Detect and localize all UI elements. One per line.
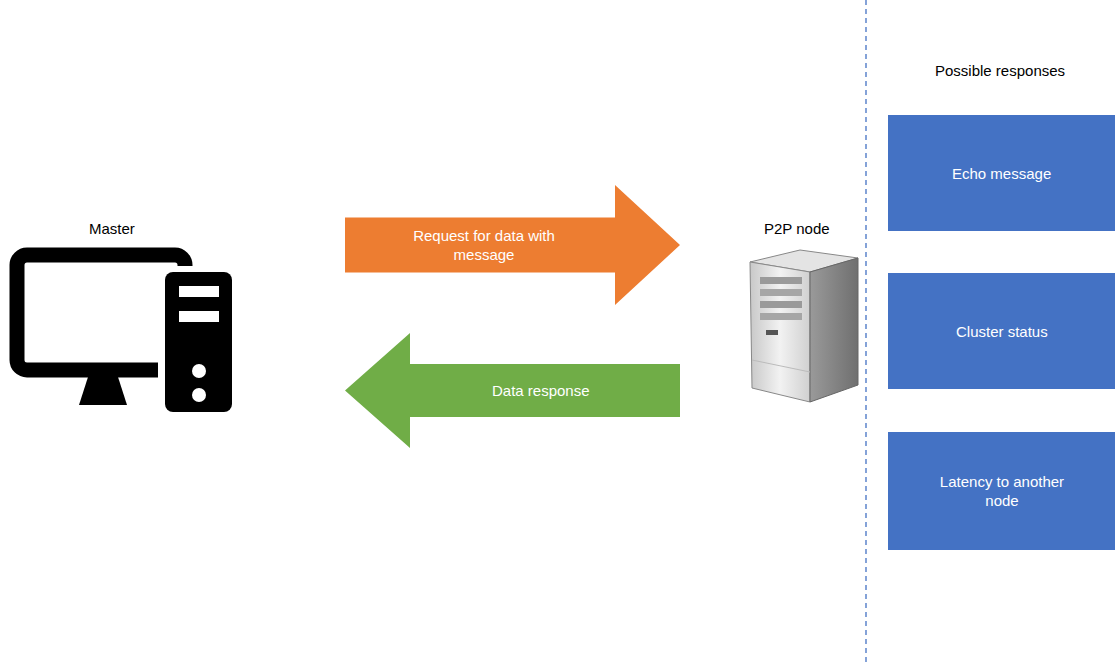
computer-caption: Master (89, 219, 135, 238)
computer-icon (17, 255, 238, 418)
response-box: Echo message (888, 115, 1115, 231)
response-box: Cluster status (888, 273, 1115, 389)
server-icon (750, 250, 858, 402)
response-box: Latency to another node (888, 432, 1115, 550)
block-arrow-shape (345, 185, 680, 305)
node-text: Data response (492, 381, 590, 400)
response-arrow: Data response (345, 333, 680, 448)
node-text: Request for data with message (409, 226, 559, 264)
node-text: Cluster status (956, 322, 1048, 341)
node-text: Echo message (952, 164, 1051, 183)
node-text: Latency to another node (922, 472, 1082, 510)
request-arrow: Request for data with message (345, 185, 680, 305)
server-caption: P2P node (764, 219, 830, 238)
section-heading: Possible responses (935, 61, 1065, 80)
separator-line (865, 0, 866, 665)
